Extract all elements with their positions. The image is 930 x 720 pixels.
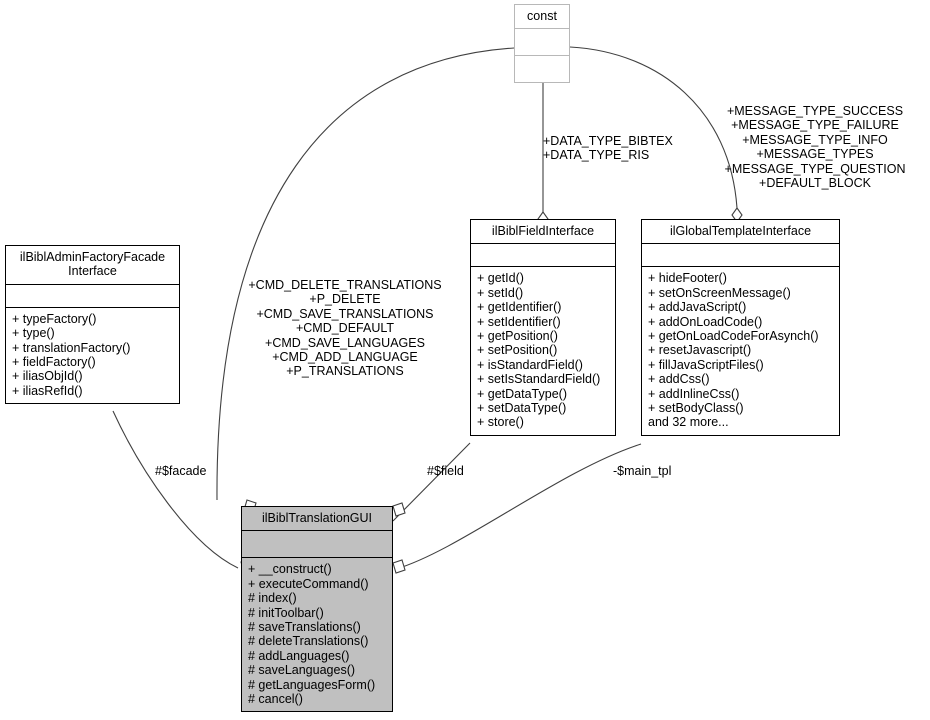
edge-label-const-to-translation-gui: +CMD_DELETE_TRANSLATIONS +P_DELETE +CMD_… — [248, 278, 442, 379]
class-name-field-interface: ilBiblFieldInterface — [471, 220, 615, 245]
class-operations-global-template-interface: + hideFooter()+ setOnScreenMessage()+ ad… — [642, 267, 839, 434]
edge-label-const-to-global-template: +MESSAGE_TYPE_SUCCESS +MESSAGE_TYPE_FAIL… — [724, 104, 906, 191]
class-member-row: and 32 more... — [648, 415, 729, 430]
diamond-gui-right — [392, 559, 406, 574]
class-member-row: + fillJavaScriptFiles() — [648, 357, 764, 372]
class-operations-const — [515, 56, 569, 82]
class-member-row: + getPosition() — [477, 329, 558, 344]
class-member-row: + iliasRefId() — [12, 383, 83, 398]
edge-label-main-tpl: -$main_tpl — [613, 464, 672, 478]
diamond-gui-top-right — [392, 502, 406, 517]
class-member-row: + store() — [477, 415, 524, 430]
class-member-row: # getLanguagesForm() — [248, 677, 376, 692]
class-member-row: + setPosition() — [477, 343, 558, 358]
class-name-const: const — [515, 5, 569, 30]
edge-facade — [112, 410, 239, 569]
class-member-row: + translationFactory() — [12, 340, 131, 355]
class-member-row: + typeFactory() — [12, 311, 97, 326]
class-member-row: + addOnLoadCode() — [648, 314, 763, 329]
class-member-row: + iliasObjId() — [12, 369, 83, 384]
class-member-row: + setId() — [477, 285, 524, 300]
class-name-admin-factory-facade-interface: ilBiblAdminFactoryFacade Interface — [6, 246, 179, 285]
class-operations-admin-factory-facade-interface: + typeFactory()+ type()+ translationFact… — [6, 308, 179, 403]
class-member-row: + isStandardField() — [477, 357, 583, 372]
class-member-row: # initToolbar() — [248, 605, 324, 620]
class-operations-translation-gui: + __construct()+ executeCommand()# index… — [242, 558, 392, 711]
class-node-global-template-interface[interactable]: ilGlobalTemplateInterface + hideFooter()… — [641, 219, 840, 436]
edge-field — [392, 442, 471, 522]
edge-label-facade: #$facade — [155, 464, 207, 478]
class-member-row: # saveTranslations() — [248, 620, 361, 635]
class-member-row: + getId() — [477, 271, 524, 286]
edge-label-const-to-field: +DATA_TYPE_BIBTEX +DATA_TYPE_RIS — [543, 134, 673, 163]
class-member-row: + fieldFactory() — [12, 355, 96, 370]
class-member-row: # index() — [248, 591, 297, 606]
class-member-row: + setBodyClass() — [648, 401, 744, 416]
class-attributes-admin-factory-facade-interface — [6, 285, 179, 308]
class-attributes-field-interface — [471, 244, 615, 268]
class-member-row: # saveLanguages() — [248, 663, 356, 678]
class-member-row: + addJavaScript() — [648, 300, 747, 315]
class-member-row: + getIdentifier() — [477, 300, 562, 315]
class-member-row: + setIsStandardField() — [477, 372, 601, 387]
class-node-field-interface[interactable]: ilBiblFieldInterface + getId()+ setId()+… — [470, 219, 616, 436]
class-member-row: + getDataType() — [477, 386, 567, 401]
class-member-row: + executeCommand() — [248, 576, 369, 591]
class-member-row: + setOnScreenMessage() — [648, 285, 791, 300]
class-member-row: + setIdentifier() — [477, 314, 561, 329]
class-attributes-translation-gui — [242, 531, 392, 559]
class-node-const[interactable]: const — [514, 4, 570, 84]
class-node-translation-gui[interactable]: ilBiblTranslationGUI + __construct()+ ex… — [241, 506, 393, 713]
class-member-row: + type() — [12, 326, 55, 341]
class-node-admin-factory-facade-interface[interactable]: ilBiblAdminFactoryFacade Interface + typ… — [5, 245, 180, 405]
class-member-row: + getOnLoadCodeForAsynch() — [648, 329, 819, 344]
class-attributes-global-template-interface — [642, 244, 839, 268]
class-name-global-template-interface: ilGlobalTemplateInterface — [642, 220, 839, 245]
edge-label-field: #$field — [427, 464, 464, 478]
class-member-row: + resetJavascript() — [648, 343, 752, 358]
class-member-row: + setDataType() — [477, 401, 567, 416]
class-name-translation-gui: ilBiblTranslationGUI — [242, 507, 392, 532]
class-member-row: # deleteTranslations() — [248, 634, 369, 649]
edge-main-tpl — [395, 443, 642, 570]
class-member-row: + addInlineCss() — [648, 386, 740, 401]
class-member-row: # cancel() — [248, 692, 303, 707]
class-operations-field-interface: + getId()+ setId()+ getIdentifier()+ set… — [471, 267, 615, 434]
class-member-row: # addLanguages() — [248, 648, 350, 663]
class-attributes-const — [515, 29, 569, 57]
class-member-row: + hideFooter() — [648, 271, 727, 286]
class-member-row: + __construct() — [248, 562, 332, 577]
class-member-row: + addCss() — [648, 372, 710, 387]
